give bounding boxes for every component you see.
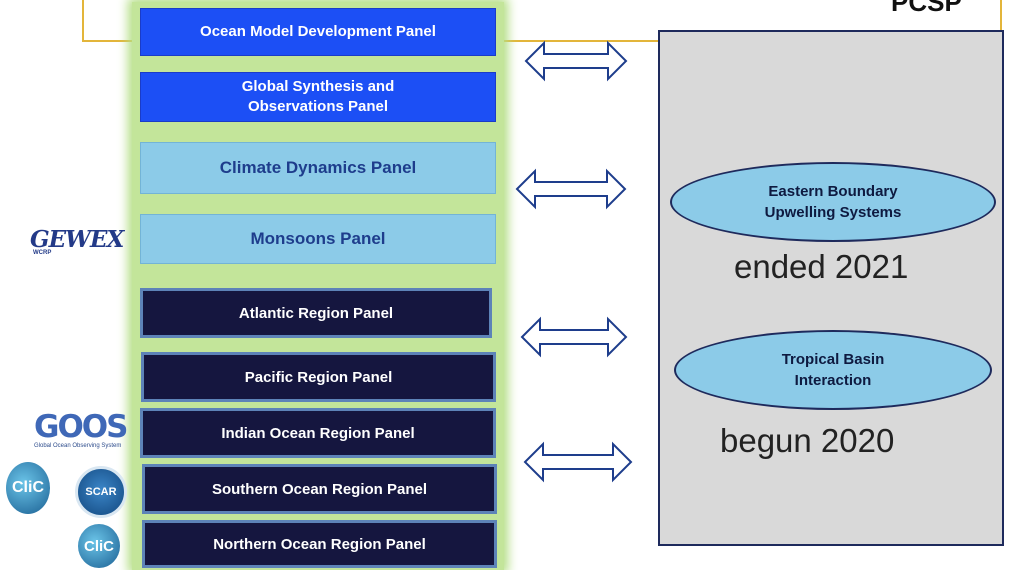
- panel-monsoons: Monsoons Panel: [140, 214, 496, 264]
- panel-label: Ocean Model Development Panel: [200, 23, 436, 40]
- panel-label: Monsoons Panel: [250, 229, 386, 248]
- goos-logo-subtitle: Global Ocean Observing System: [34, 443, 122, 449]
- wcrp-logo-text: WCRP: [33, 250, 52, 256]
- panel-global-synthesis: Global Synthesis and Observations Panel: [140, 72, 496, 122]
- ellipse-eastern-boundary-upwelling: Eastern Boundary Upwelling Systems: [670, 162, 996, 242]
- note-begun-2020: begun 2020: [720, 422, 895, 459]
- panel-ocean-model-development: Ocean Model Development Panel: [140, 8, 496, 56]
- ellipse-tropical-basin-interaction: Tropical Basin Interaction: [674, 330, 992, 410]
- gewex-logo: GEWEX: [30, 226, 124, 253]
- double-arrow-icon: [520, 316, 628, 358]
- panel-indian-ocean-region: Indian Ocean Region Panel: [140, 408, 496, 458]
- scar-logo: SCAR: [75, 466, 127, 518]
- panel-label: Global Synthesis and Observations Panel: [241, 78, 395, 115]
- panel-label: Indian Ocean Region Panel: [221, 424, 415, 442]
- bracket-line-top: [82, 40, 1002, 42]
- clic-logo: CliC: [6, 462, 50, 514]
- panel-southern-ocean-region: Southern Ocean Region Panel: [142, 464, 497, 514]
- panel-label: Pacific Region Panel: [244, 368, 393, 386]
- panel-atlantic-region: Atlantic Region Panel: [140, 288, 492, 338]
- bracket-line-left: [82, 0, 84, 42]
- panel-northern-ocean-region: Northern Ocean Region Panel: [142, 520, 497, 568]
- panel-climate-dynamics: Climate Dynamics Panel: [140, 142, 496, 194]
- bracket-line-right: [1000, 0, 1002, 42]
- note-ended-2021: ended 2021: [734, 248, 909, 285]
- cut-off-title: PCSP: [887, 0, 966, 18]
- panel-label: Atlantic Region Panel: [238, 304, 394, 322]
- double-arrow-icon: [523, 441, 633, 483]
- goos-logo: GOOS: [34, 409, 128, 445]
- focus-groups-box: [658, 30, 1004, 546]
- double-arrow-icon: [524, 40, 628, 82]
- panel-label: Climate Dynamics Panel: [219, 158, 417, 177]
- ellipse-label: Tropical Basin Interaction: [781, 351, 885, 389]
- ellipse-label: Eastern Boundary Upwelling Systems: [764, 183, 902, 221]
- panel-label: Northern Ocean Region Panel: [213, 535, 426, 553]
- panel-label: Southern Ocean Region Panel: [211, 480, 428, 498]
- double-arrow-icon: [515, 168, 627, 210]
- clic-logo: CliC: [78, 524, 120, 568]
- panel-pacific-region: Pacific Region Panel: [141, 352, 496, 402]
